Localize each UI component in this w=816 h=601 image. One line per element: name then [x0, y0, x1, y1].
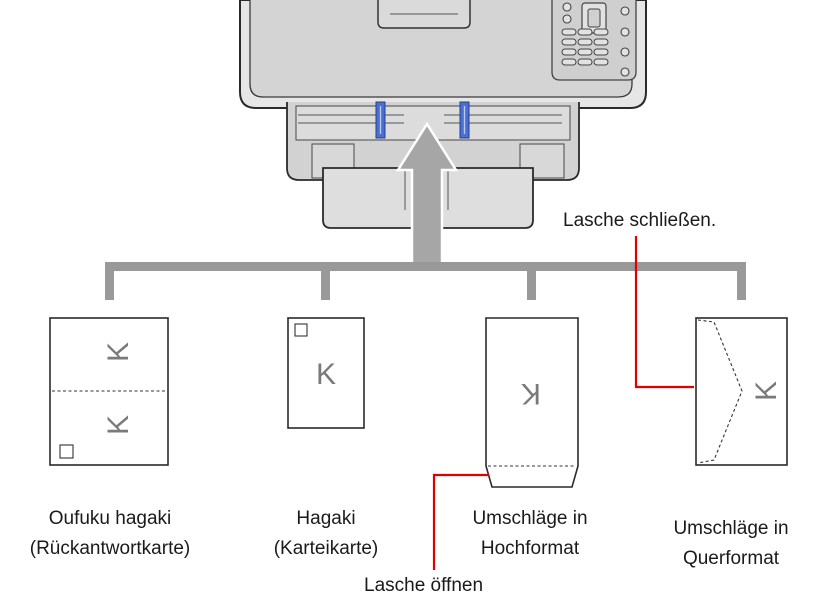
stamp-box-icon: [294, 323, 308, 337]
card-glyph: K: [316, 358, 336, 391]
card-glyph: K: [521, 377, 541, 410]
open-flap-label: Lasche öffnen: [364, 575, 484, 596]
hagaki-label: Hagaki (Karteikarte): [273, 508, 379, 559]
connector-tree: [105, 262, 746, 300]
printer-illustration: [239, 0, 647, 229]
stamp-box-icon: [59, 444, 74, 459]
card-glyph: K: [750, 381, 783, 401]
callout-open-flap-line: [432, 473, 489, 570]
oufuku-hagaki-label: Oufuku hagaki (Rückantwortkarte): [29, 508, 191, 559]
envelope-portrait-label: Umschläge in Hochformat: [472, 508, 588, 559]
envelope-landscape-card: K: [695, 317, 788, 466]
card-glyph: K: [102, 415, 135, 435]
hagaki-card: K: [287, 317, 365, 429]
oufuku-hagaki-card: K K: [49, 317, 169, 466]
callout-close-flap-line: [634, 236, 694, 389]
close-flap-label: Lasche schließen.: [563, 210, 717, 231]
envelope-portrait-card: K: [485, 317, 579, 488]
envelope-landscape-label: Umschläge in Querformat: [673, 518, 789, 569]
keypad-icon: [561, 28, 609, 66]
card-glyph: K: [102, 342, 135, 362]
